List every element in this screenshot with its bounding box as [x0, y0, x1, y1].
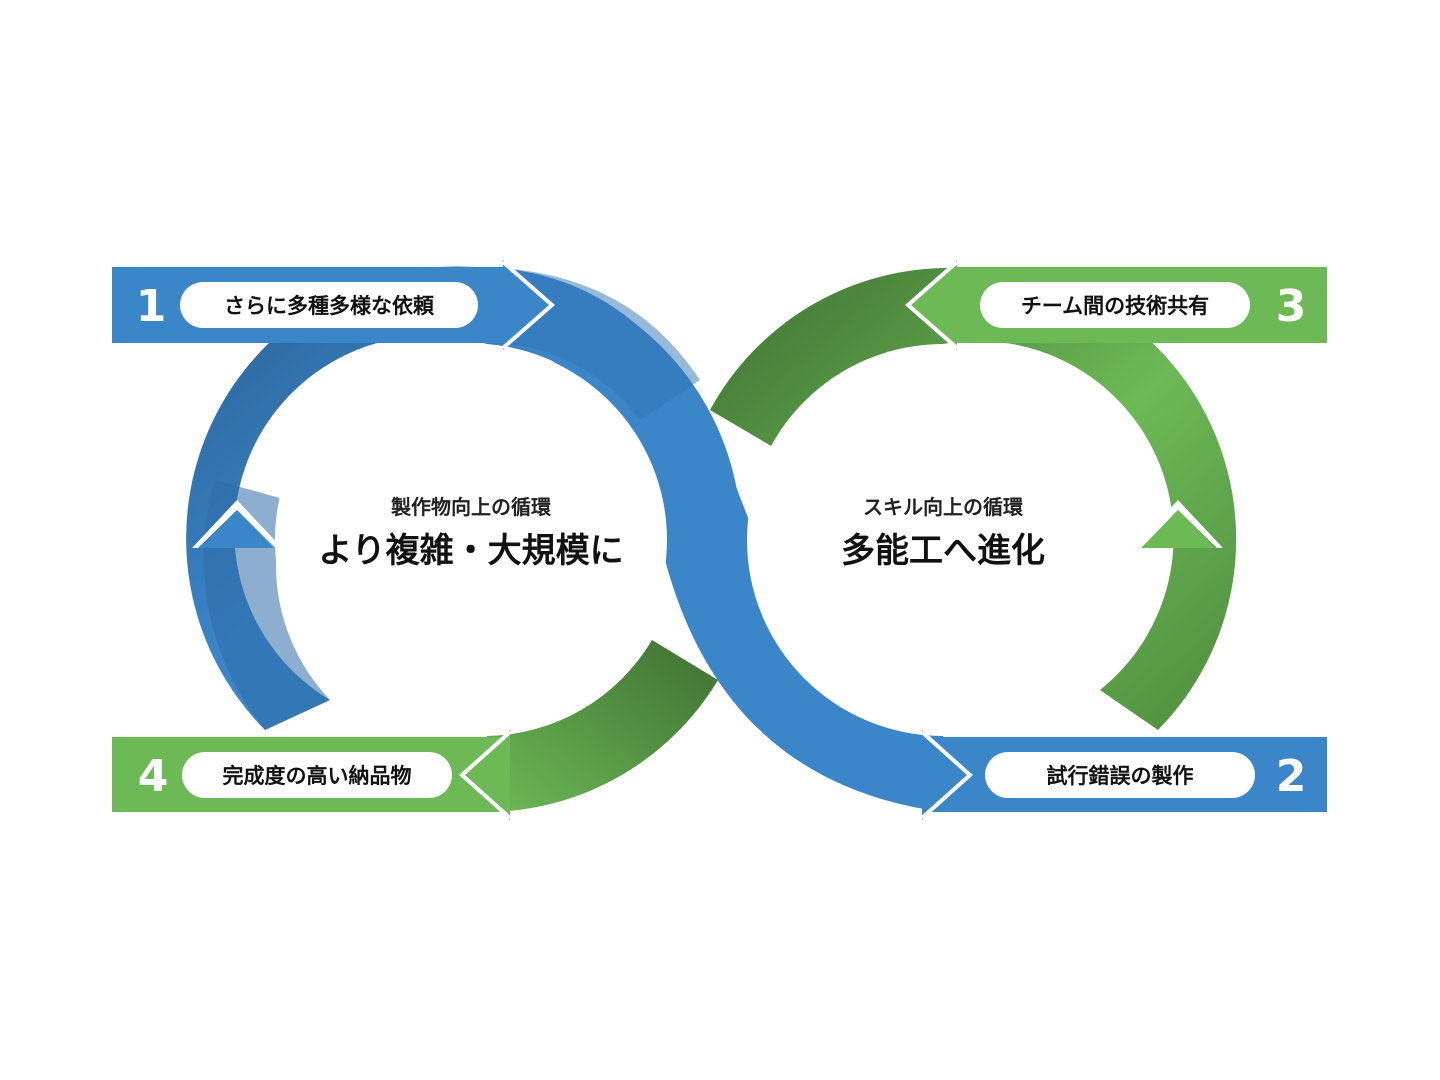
step-4-label: 完成度の高い納品物	[223, 764, 412, 788]
step-1-chevron-icon	[501, 260, 556, 350]
step-2-pill	[985, 752, 1255, 798]
step-2-banner: 2 試行錯誤の製作	[920, 730, 1327, 820]
left-ring-green-arc	[487, 640, 718, 812]
right-ring-green-arc	[710, 267, 1237, 730]
step-1-label: さらに多種多様な依頼	[224, 294, 435, 318]
step-3-pill	[980, 282, 1250, 328]
right-ring-up-arrow-icon	[1133, 500, 1223, 548]
left-ring-up-arrow-fill	[200, 510, 274, 548]
left-ring-up-arrow-icon	[192, 500, 282, 548]
step-1-pill	[180, 282, 478, 328]
step-3-number: 3	[1276, 281, 1307, 332]
step-4-pill	[182, 752, 452, 798]
step-3-banner: 3 チーム間の技術共有	[904, 260, 1327, 350]
left-cycle-subtitle: 製作物向上の循環	[391, 495, 552, 519]
left-inner-circle	[275, 344, 667, 736]
step-2-number: 2	[1276, 751, 1307, 802]
step-2-label: 試行錯誤の製作	[1047, 764, 1194, 788]
step-4-arrow-head	[462, 730, 510, 820]
step-2-arrow-head	[922, 730, 970, 820]
right-cycle-ring	[710, 267, 1237, 730]
right-inner-circle	[747, 344, 1139, 736]
step-1-banner: 1 さらに多種多様な依頼	[112, 260, 556, 350]
right-cycle-subtitle: スキル向上の循環	[863, 495, 1024, 519]
right-ring-up-arrow-fill	[1141, 510, 1215, 548]
step-3-label: チーム間の技術共有	[1021, 294, 1209, 318]
left-cycle-title: より複雑・大規模に	[318, 531, 623, 571]
step-2-chevron-icon	[920, 730, 973, 820]
step-4-banner: 4 完成度の高い納品物	[112, 730, 512, 820]
step-1-number: 1	[136, 281, 167, 332]
right-cycle-title: 多能工へ進化	[841, 531, 1045, 571]
step-4-chevron-icon	[459, 730, 512, 820]
step-3-chevron-icon	[904, 260, 959, 350]
step-4-number: 4	[138, 751, 169, 802]
